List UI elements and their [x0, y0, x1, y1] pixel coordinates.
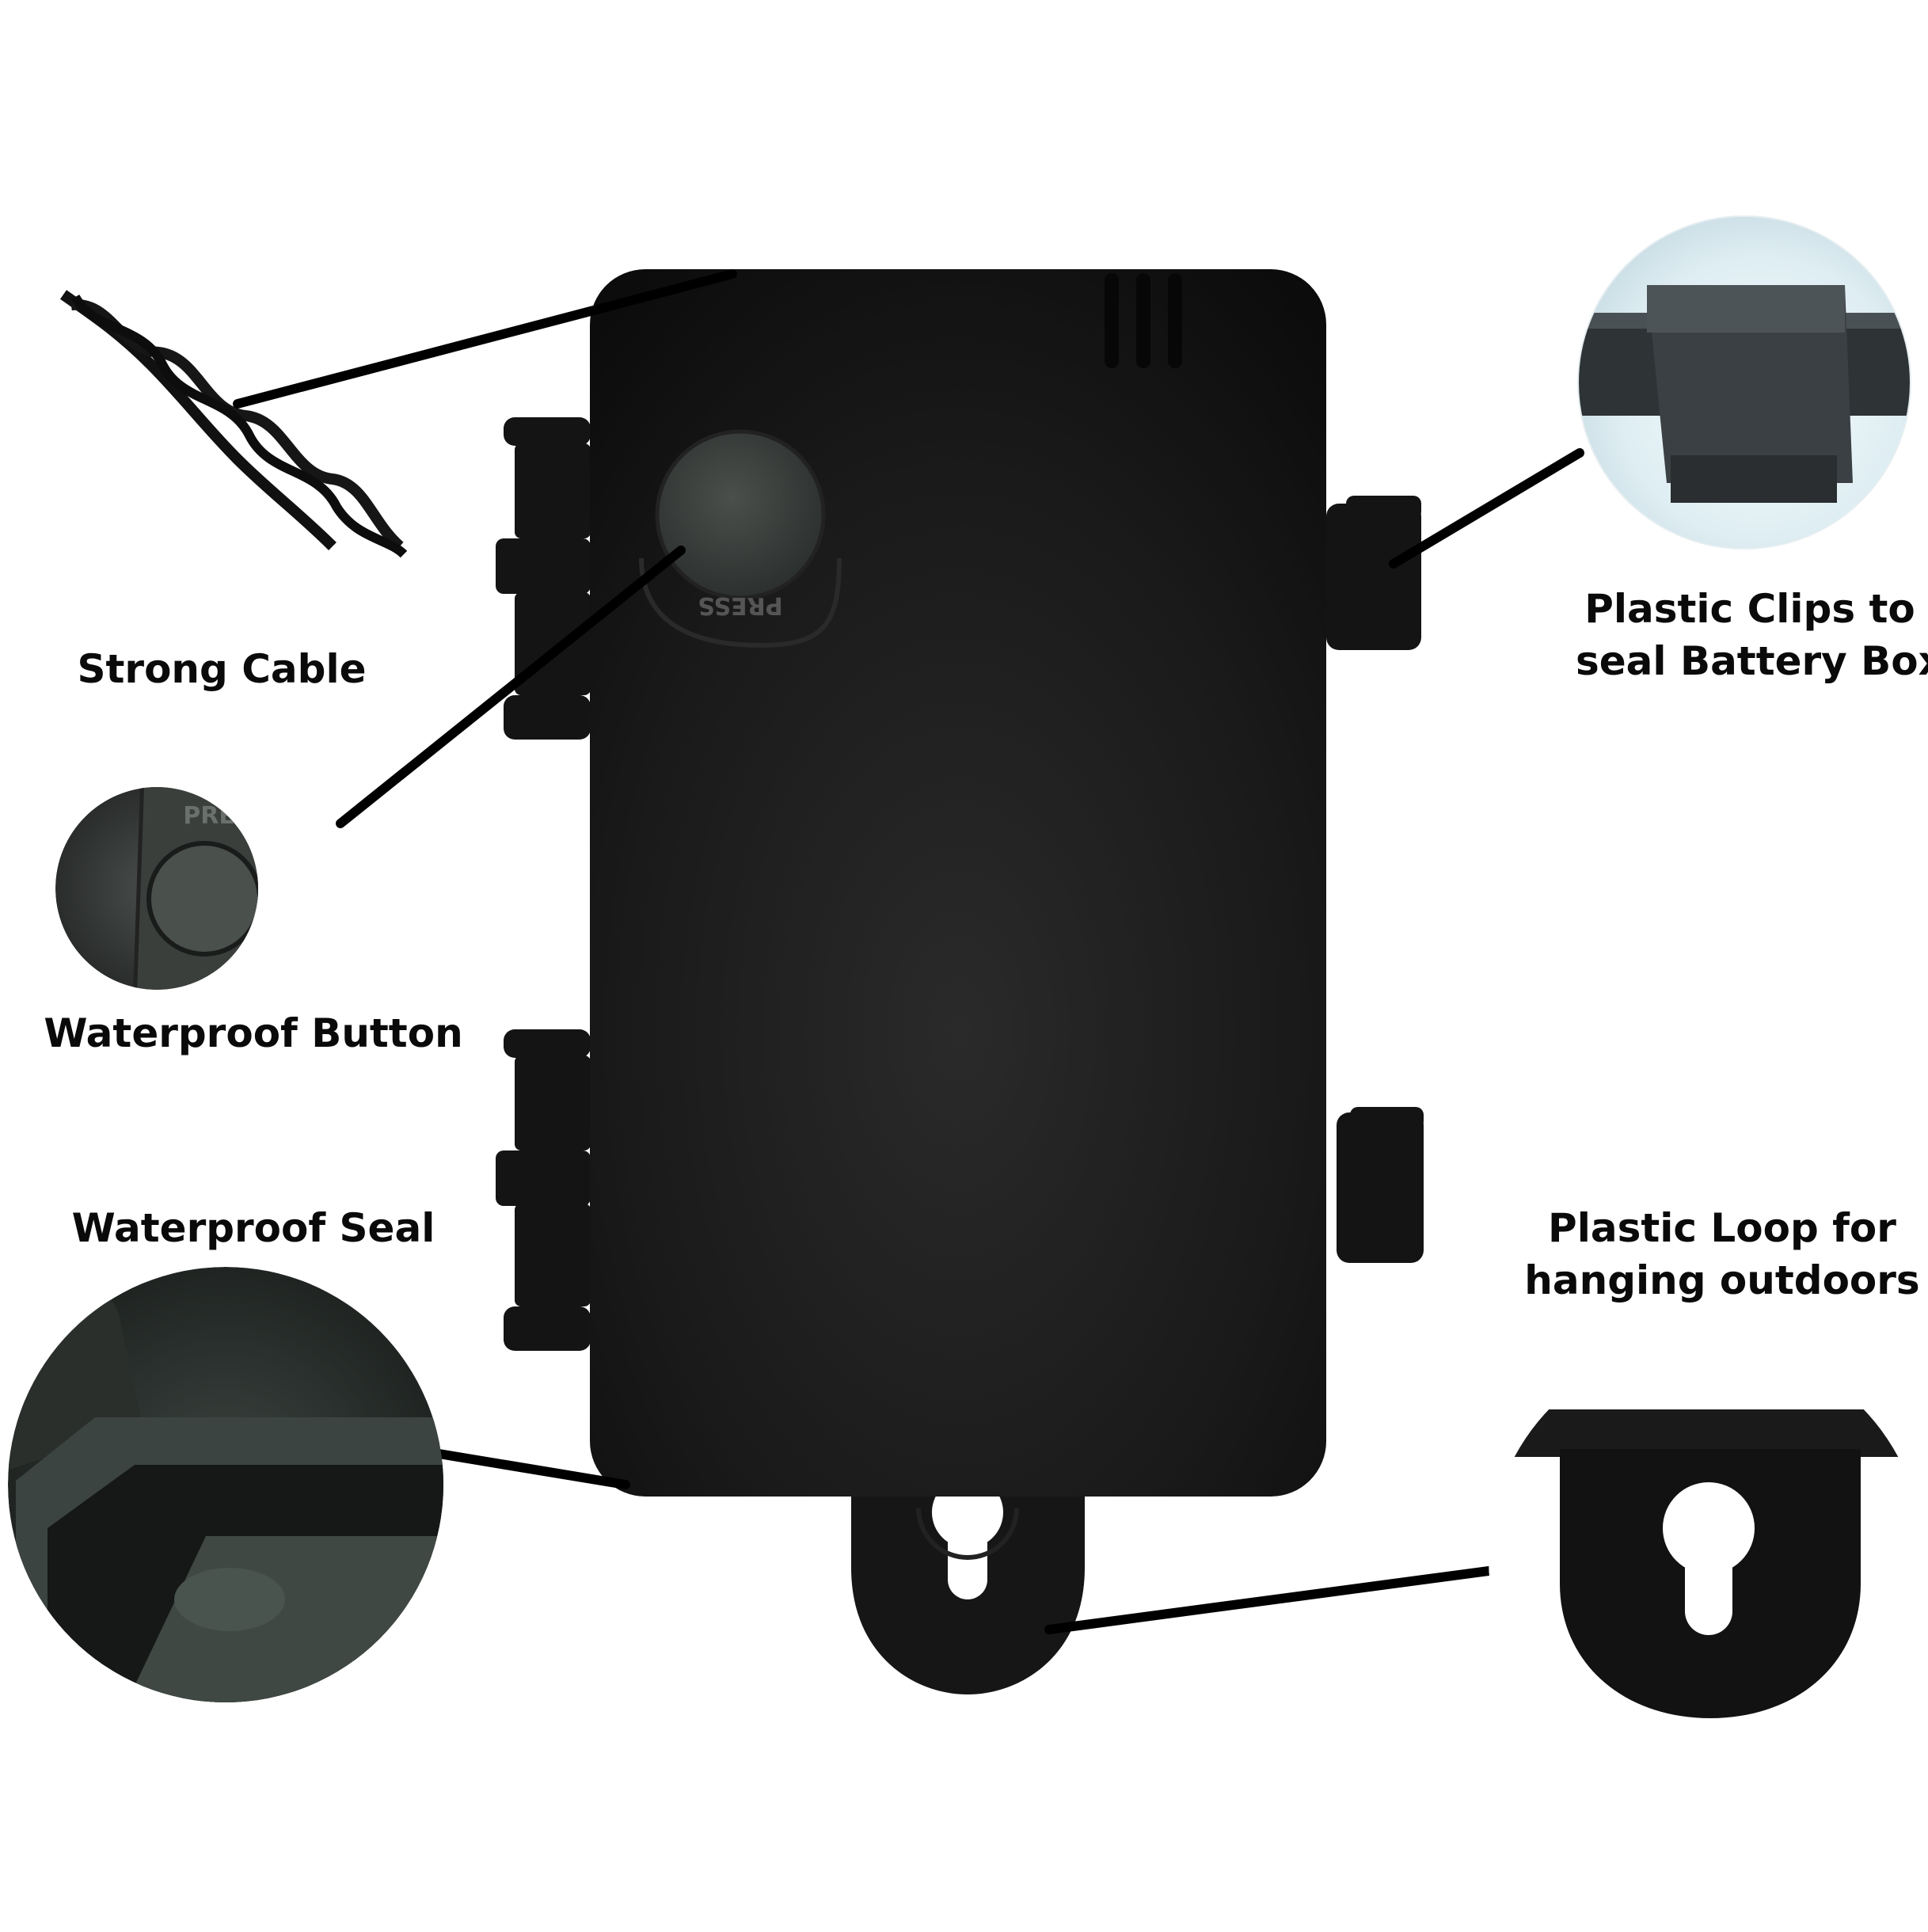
press-embossed-label: PRESS [698, 591, 782, 619]
vent-slots [1105, 273, 1182, 368]
waterproof-button-label: Waterproof Button [32, 1007, 475, 1059]
waterproof-seal-label: Waterproof Seal [55, 1202, 451, 1254]
loop-detail-image [1489, 1342, 1924, 1778]
right-clips [1326, 496, 1424, 1263]
strong-cable-text: Strong Cable [77, 646, 367, 692]
left-hinges [496, 417, 591, 1351]
waterproof-button-text: Waterproof Button [44, 1010, 463, 1056]
seal-detail-image [8, 1267, 443, 1702]
press-button: PRESS [639, 429, 842, 648]
cable-image [59, 290, 408, 558]
plastic-loop-label: Plastic Loop for hanging outdoors [1520, 1202, 1924, 1306]
plastic-clips-label: Plastic Clips to seal Battery Box [1576, 583, 1928, 687]
plastic-loop-line2: hanging outdoors [1524, 1257, 1920, 1303]
button-detail-image: PRESS [55, 787, 268, 990]
button-detail-press-text: PRESS [183, 802, 268, 830]
plastic-clips-line2: seal Battery Box [1576, 638, 1928, 684]
plastic-loop-line1: Plastic Loop for [1548, 1205, 1896, 1251]
plastic-clips-line1: Plastic Clips to [1584, 586, 1915, 632]
strong-cable-label: Strong Cable [71, 643, 372, 695]
waterproof-seal-text: Waterproof Seal [71, 1205, 435, 1251]
clips-detail-image [1578, 216, 1911, 549]
